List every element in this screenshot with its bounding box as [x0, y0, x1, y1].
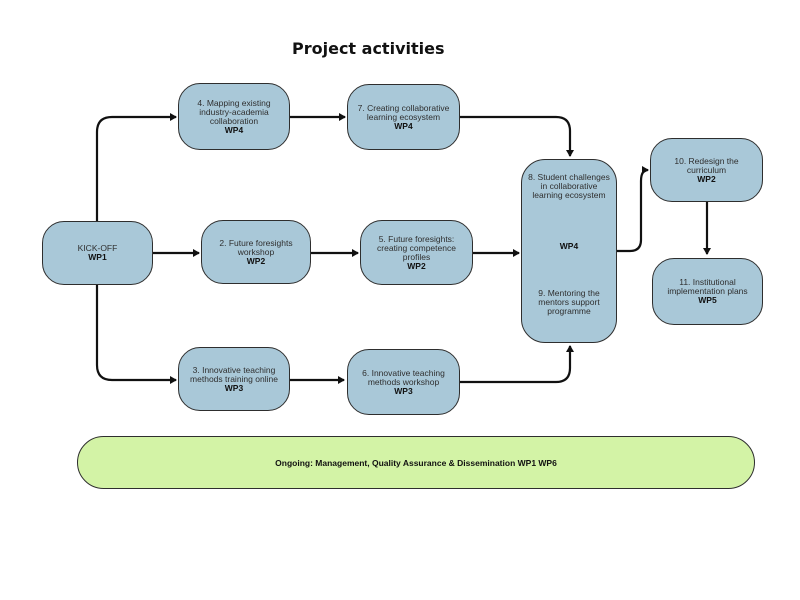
node-7-wp: WP4	[394, 120, 413, 131]
node-11-wp: WP5	[698, 295, 717, 305]
diagram-title: Project activities	[292, 39, 445, 58]
arrow-kickoff-to-3	[95, 285, 177, 384]
node-6-label: 6. Innovative teaching methods workshop	[362, 367, 445, 387]
node-11: 11. Institutional implementation plans W…	[652, 258, 763, 325]
node-11-label: 11. Institutional implementation plans	[667, 277, 748, 296]
node-3-label: 3. Innovative teaching methods training …	[190, 364, 278, 384]
arrow-6-to-89	[460, 345, 574, 384]
arrow-89-to-10	[617, 166, 649, 253]
node-7-label: 7. Creating collaborative learning ecosy…	[357, 102, 450, 122]
arrow-kickoff-to-4	[95, 113, 177, 221]
node-2: 2. Future foresights workshop WP2	[201, 220, 311, 284]
node-4: 4. Mapping existing industry-academia co…	[178, 83, 290, 150]
node-9-label: 9. Mentoring the mentors support program…	[538, 288, 600, 316]
node-5-wp: WP2	[407, 260, 426, 271]
node-5: 5. Future foresights: creating competenc…	[360, 220, 473, 285]
node-10: 10. Redesign the curriculum WP2	[650, 138, 763, 202]
arrow-7-to-89	[460, 115, 574, 157]
node-7: 7. Creating collaborative learning ecosy…	[347, 84, 460, 150]
node-kickoff-wp: WP1	[88, 252, 107, 262]
node-kickoff-label: KICK-OFF	[77, 243, 118, 253]
node-3-wp: WP3	[224, 382, 244, 393]
node-10-label: 10. Redesign the curriculum	[674, 155, 739, 175]
node-10-wp: WP2	[697, 173, 716, 184]
node-2-wp: WP2	[246, 255, 266, 266]
node-2-label: 2. Future foresights workshop	[219, 237, 293, 257]
node-8-9-wp: WP4	[559, 241, 579, 251]
node-3: 3. Innovative teaching methods training …	[178, 347, 290, 411]
node-8-label: 8. Student challenges in collaborative l…	[528, 172, 610, 200]
node-6-wp: WP3	[394, 385, 413, 396]
node-8-9: 8. Student challenges in collaborative l…	[521, 159, 617, 343]
node-4-label: 4. Mapping existing industry-academia co…	[197, 97, 271, 126]
node-5-label: 5. Future foresights: creating competenc…	[377, 233, 456, 262]
ongoing-banner-label: Ongoing: Management, Quality Assurance &…	[275, 457, 557, 468]
node-4-wp: WP4	[224, 124, 244, 135]
node-6: 6. Innovative teaching methods workshop …	[347, 349, 460, 415]
node-kickoff: KICK-OFF WP1	[42, 221, 153, 285]
ongoing-banner: Ongoing: Management, Quality Assurance &…	[77, 436, 755, 489]
